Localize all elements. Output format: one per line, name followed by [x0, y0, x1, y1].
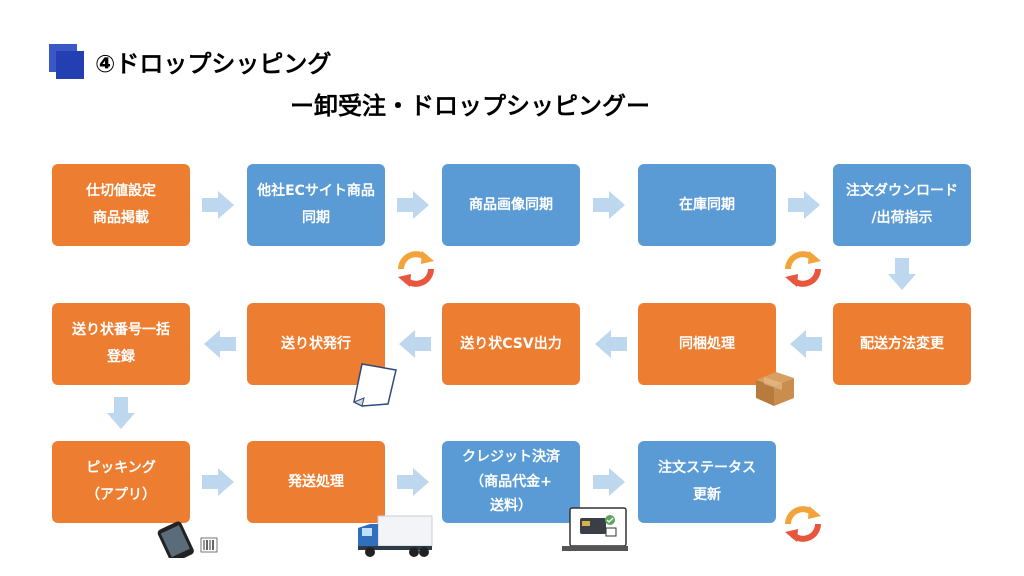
- step-label-line: 配送方法変更: [860, 335, 944, 352]
- step-credit-payment: クレジット決済 （商品代金+ 送料）: [442, 441, 580, 523]
- step-label-line: 商品画像同期: [469, 196, 553, 213]
- step-label-line: 商品掲載: [93, 210, 149, 226]
- arrow-right: [397, 191, 429, 219]
- arrow-right: [202, 191, 234, 219]
- step-price-setting: 仕切値設定 商品掲載: [52, 164, 190, 246]
- arrow-right: [593, 468, 625, 496]
- step-label-line: クレジット決済: [462, 449, 560, 466]
- credit-card-payment-icon: [562, 507, 628, 551]
- title-square-front: [56, 51, 84, 79]
- step-label-line: 発送処理: [288, 473, 344, 490]
- step-label-line: 仕切値設定: [86, 183, 156, 200]
- step-label-line: 更新: [693, 487, 721, 503]
- step-label-line: 同期: [302, 210, 330, 226]
- step-label-line: ピッキング: [86, 460, 156, 477]
- arrow-left: [204, 330, 236, 358]
- step-image-sync: 商品画像同期: [442, 164, 580, 246]
- arrow-down: [888, 258, 916, 290]
- page-subtitle: ー卸受注・ドロップシッピングー: [290, 92, 650, 120]
- document-icon: [352, 363, 397, 407]
- arrow-right: [593, 191, 625, 219]
- step-order-download: 注文ダウンロード /出荷指示: [833, 164, 971, 246]
- step-shipping-processing: 発送処理: [247, 441, 385, 523]
- step-label-line: 注文ダウンロード: [846, 183, 958, 200]
- step-label-line: 注文ステータス: [658, 460, 756, 477]
- sync-icon: [785, 251, 821, 287]
- step-bundle-processing: 同梱処理: [638, 303, 776, 385]
- step-label-line: 送り状番号一括: [72, 322, 170, 339]
- step-order-status-update: 注文ステータス 更新: [638, 441, 776, 523]
- step-label-line: 送料）: [490, 498, 532, 515]
- sync-icon: [785, 506, 821, 542]
- step-label-line: 他社ECサイト商品: [257, 183, 375, 200]
- step-label-line: 在庫同期: [679, 196, 735, 213]
- step-tracking-number-register: 送り状番号一括 登録: [52, 303, 190, 385]
- arrow-right: [397, 468, 429, 496]
- step-picking-app: ピッキング （アプリ）: [52, 441, 190, 523]
- package-box-icon: [756, 372, 794, 406]
- sync-icon: [398, 251, 434, 287]
- arrow-left: [790, 330, 822, 358]
- step-label-line: 同梱処理: [679, 335, 735, 352]
- smartphone-barcode-scanner-icon: [157, 521, 218, 558]
- step-ec-site-sync: 他社ECサイト商品 同期: [247, 164, 385, 246]
- page-title: ④ドロップシッピング: [95, 50, 332, 78]
- step-label-line: （商品代金+: [470, 473, 552, 490]
- arrow-left: [595, 330, 627, 358]
- step-delivery-method-change: 配送方法変更: [833, 303, 971, 385]
- step-stock-sync: 在庫同期: [638, 164, 776, 246]
- arrow-right: [202, 468, 234, 496]
- step-label-line: 送り状CSV出力: [460, 335, 562, 352]
- step-label-line: /出荷指示: [871, 210, 933, 226]
- delivery-truck-icon: [358, 515, 433, 557]
- arrow-right: [788, 191, 820, 219]
- step-label-line: 登録: [107, 349, 135, 365]
- step-invoice-csv-output: 送り状CSV出力: [442, 303, 580, 385]
- arrow-down: [107, 397, 135, 429]
- arrow-left: [399, 330, 431, 358]
- step-label-line: （アプリ）: [86, 487, 156, 503]
- step-label-line: 送り状発行: [281, 335, 351, 352]
